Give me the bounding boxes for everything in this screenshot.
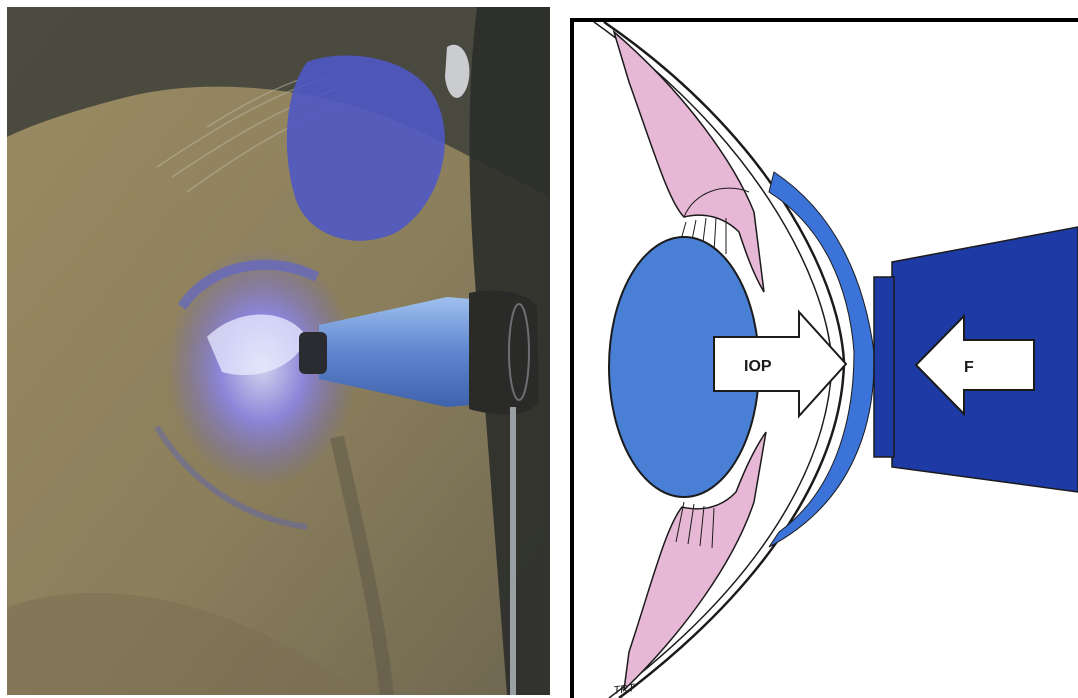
probe-contact (299, 332, 327, 374)
probe-contact-face (874, 277, 894, 457)
tonometry-photo (7, 7, 550, 695)
eye-cross-section: IOP F TRT (574, 22, 1078, 698)
force-label: F (964, 359, 974, 376)
tonometry-photo-illustration (7, 7, 550, 695)
tonometry-diagram: IOP F TRT (570, 18, 1078, 698)
iop-label: IOP (744, 358, 772, 375)
instrument-rod (510, 407, 516, 695)
artist-signature: TRT (613, 682, 637, 697)
